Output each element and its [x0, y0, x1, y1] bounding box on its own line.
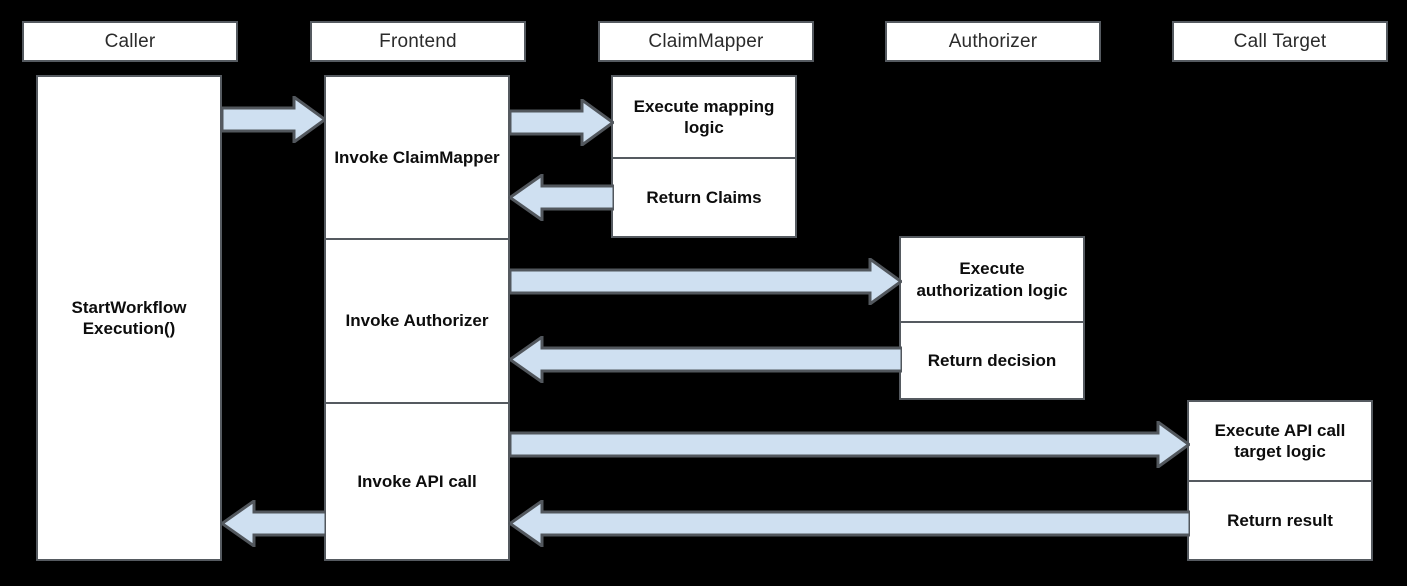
lane-body-frontend: Invoke ClaimMapper Invoke Authorizer Inv… — [324, 75, 510, 561]
lane-header-label: Frontend — [379, 30, 457, 52]
activity-authorizer-execute-authorization-logic: Execute authorization logic — [916, 259, 1068, 300]
flow-arrow-frontend-to-authorizer — [510, 258, 902, 305]
activity-authorizer-return-decision: Return decision — [901, 321, 1083, 398]
lane-body-call-target: Execute API call target logic Return res… — [1187, 400, 1373, 561]
flow-arrow-frontend-to-claimmapper — [510, 99, 614, 146]
lane-header-label: Authorizer — [948, 30, 1038, 52]
lane-header-label: Caller — [104, 30, 156, 52]
lane-header-label: ClaimMapper — [648, 30, 764, 52]
lane-header-label: Call Target — [1233, 30, 1327, 52]
activity-frontend-invoke-authorizer: Invoke Authorizer — [326, 238, 508, 402]
lane-header-authorizer: Authorizer — [885, 21, 1101, 62]
activity-claimmapper-return-claims: Return Claims — [613, 157, 795, 236]
flow-arrow-claimmapper-to-frontend — [508, 174, 614, 221]
lane-header-call-target: Call Target — [1172, 21, 1388, 62]
flow-arrow-frontend-to-call-target — [510, 421, 1190, 468]
flow-arrow-caller-to-frontend — [222, 96, 326, 143]
lane-body-claimmapper: Execute mapping logic Return Claims — [611, 75, 797, 238]
activity-frontend-invoke-claimmapper: Invoke ClaimMapper — [334, 147, 500, 167]
flow-arrow-authorizer-to-frontend — [508, 336, 902, 383]
lane-body-caller: StartWorkflow Execution() — [36, 75, 222, 561]
lane-header-frontend: Frontend — [310, 21, 526, 62]
activity-claimmapper-execute-mapping-logic: Execute mapping logic — [633, 96, 775, 137]
activity-calltarget-return-result: Return result — [1189, 480, 1371, 559]
lane-header-claimmapper: ClaimMapper — [598, 21, 814, 62]
lane-header-caller: Caller — [22, 21, 238, 62]
flow-arrow-call-target-to-frontend — [508, 500, 1190, 547]
flow-arrow-frontend-to-caller — [220, 500, 326, 547]
activity-caller-start-workflow: StartWorkflow Execution() — [71, 297, 187, 338]
lane-body-authorizer: Execute authorization logic Return decis… — [899, 236, 1085, 400]
activity-calltarget-execute-api-call-target-logic: Execute API call target logic — [1214, 420, 1346, 461]
activity-frontend-invoke-api-call: Invoke API call — [326, 402, 508, 559]
